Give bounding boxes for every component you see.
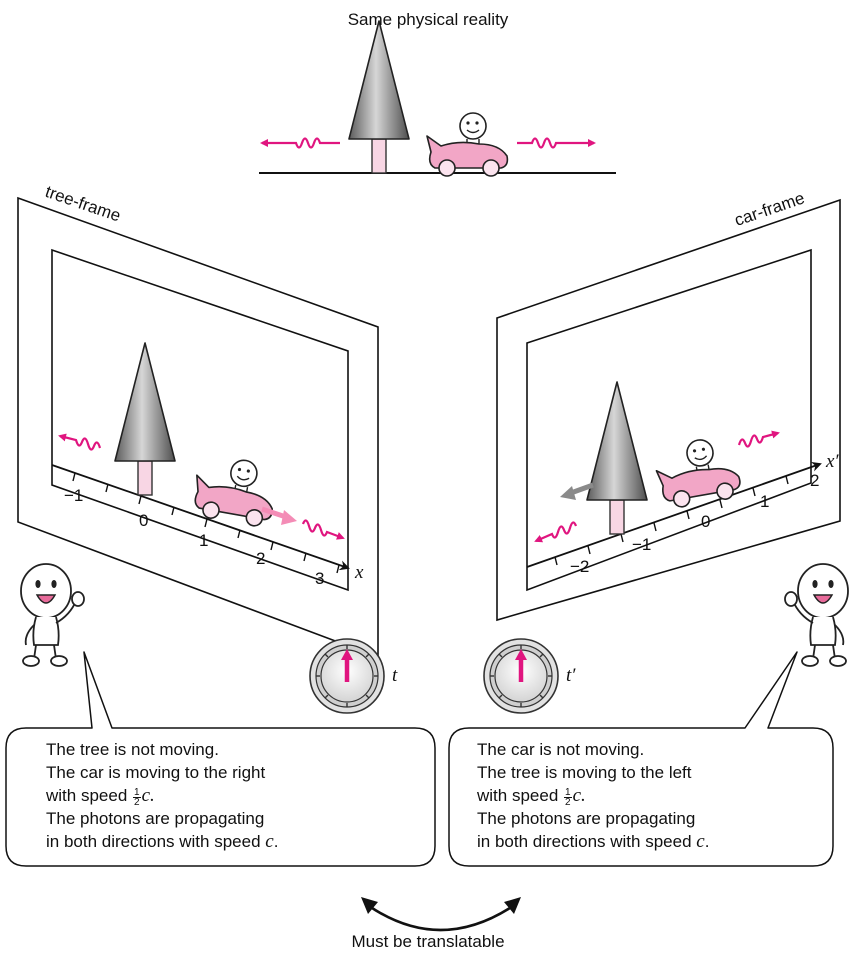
speech-bubble-car [448, 651, 834, 867]
speech-line: The photons are propagating [477, 809, 696, 828]
tick-label: −2 [570, 557, 590, 576]
page-title: Same physical reality [347, 10, 509, 29]
tick-label: 2 [810, 471, 820, 490]
photon-right-top [517, 137, 596, 149]
speech-line: The car is moving to the right [46, 763, 266, 782]
speech-line: The tree is not moving. [46, 740, 219, 759]
photon-right-tree [301, 519, 345, 540]
translate-double-arrow [368, 904, 514, 932]
observer-left [20, 563, 85, 667]
top-scene [259, 20, 616, 177]
tick-label: 3 [315, 569, 325, 588]
tick-label: 0 [139, 511, 149, 530]
tree-frame-inner [51, 248, 349, 592]
tick-label: 1 [760, 492, 770, 511]
car-frame-inner [526, 248, 812, 592]
x-prime-axis-label: x′ [826, 451, 839, 472]
speech-line: The tree is moving to the left [477, 763, 692, 782]
speech-line: The photons are propagating [46, 809, 265, 828]
clock-car-frame [484, 639, 558, 713]
clock-t-prime-label: t′ [566, 665, 576, 686]
car-frame-panel [496, 198, 841, 622]
photon-left-car [534, 521, 578, 543]
tick-label: −1 [64, 486, 84, 505]
tree-top [348, 20, 410, 174]
speech-line: in both directions with speed c. [477, 831, 710, 852]
x-prime-axis [526, 461, 822, 568]
x-axis-label: x [355, 562, 364, 583]
clock-t-label: t [392, 665, 398, 686]
clock-tree-frame [310, 639, 384, 713]
photon-right-car [737, 430, 780, 448]
speech-line: in both directions with speed c. [46, 831, 279, 852]
speech-bubble-tree [5, 651, 436, 867]
photon-left-tree [58, 433, 102, 451]
observer-right [784, 563, 849, 667]
tick-label: 1 [199, 531, 209, 550]
tree-frame-statement: The tree is not moving. The car is movin… [46, 738, 278, 853]
tick-label: −1 [632, 535, 652, 554]
speech-line: The car is not moving. [477, 740, 645, 759]
footer-caption: Must be translatable [351, 932, 505, 951]
x-axis [51, 464, 350, 571]
car-frame-statement: The car is not moving. The tree is movin… [477, 738, 709, 853]
tick-label: 2 [256, 549, 266, 568]
tick-label: 0 [701, 512, 711, 531]
car-top [426, 112, 509, 177]
photon-left-top [260, 137, 340, 149]
